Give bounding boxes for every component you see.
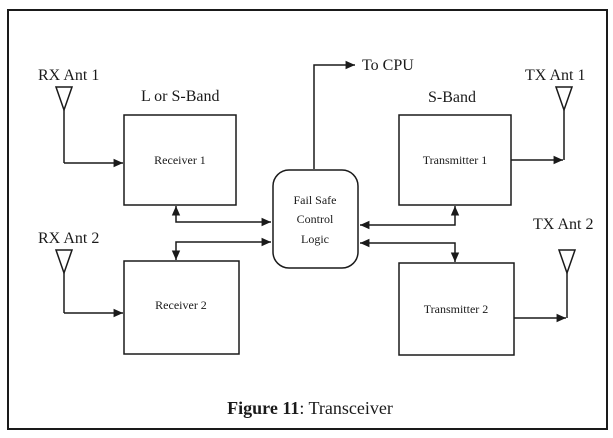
rx-antenna-1-icon (54, 86, 74, 163)
control-label-line-3: Logic (301, 232, 329, 246)
transmitter-1-label: Transmitter 1 (423, 153, 488, 167)
figure-caption: Figure 11: Transceiver (227, 398, 393, 418)
receiver-2-label: Receiver 2 (155, 298, 207, 312)
rx-ant-2-label: RX Ant 2 (38, 230, 99, 247)
tx-ant-2-label: TX Ant 2 (533, 216, 593, 233)
receiver-2-block (123, 260, 240, 355)
rx1-control-link (171, 206, 271, 227)
rx2-control-link (171, 237, 271, 260)
band-left-label: L or S-Band (141, 88, 220, 105)
figure-border (7, 9, 608, 430)
figure-number: Figure 11 (227, 398, 299, 418)
to-cpu-line (313, 60, 355, 169)
control-label-line-1: Fail Safe (294, 193, 337, 207)
rx-ant-1-label: RX Ant 1 (38, 67, 99, 84)
transmitter-2-block (398, 262, 515, 356)
fail-safe-control-block (272, 169, 359, 269)
tx2-control-link (360, 238, 460, 262)
band-right-label: S-Band (428, 89, 476, 106)
control-label-line-2: Control (297, 212, 334, 226)
receiver-1-block (123, 114, 237, 206)
tx-antenna-2-icon (557, 249, 577, 318)
rx-antenna-2-icon (54, 249, 74, 313)
transmitter-2-label: Transmitter 2 (424, 302, 489, 316)
tx-ant-1-label: TX Ant 1 (525, 67, 585, 84)
figure-title: : Transceiver (299, 398, 393, 418)
to-cpu-label: To CPU (362, 57, 414, 74)
tx-antenna-1-icon (554, 86, 574, 160)
tx1-control-link (360, 206, 460, 230)
receiver-1-label: Receiver 1 (154, 153, 206, 167)
